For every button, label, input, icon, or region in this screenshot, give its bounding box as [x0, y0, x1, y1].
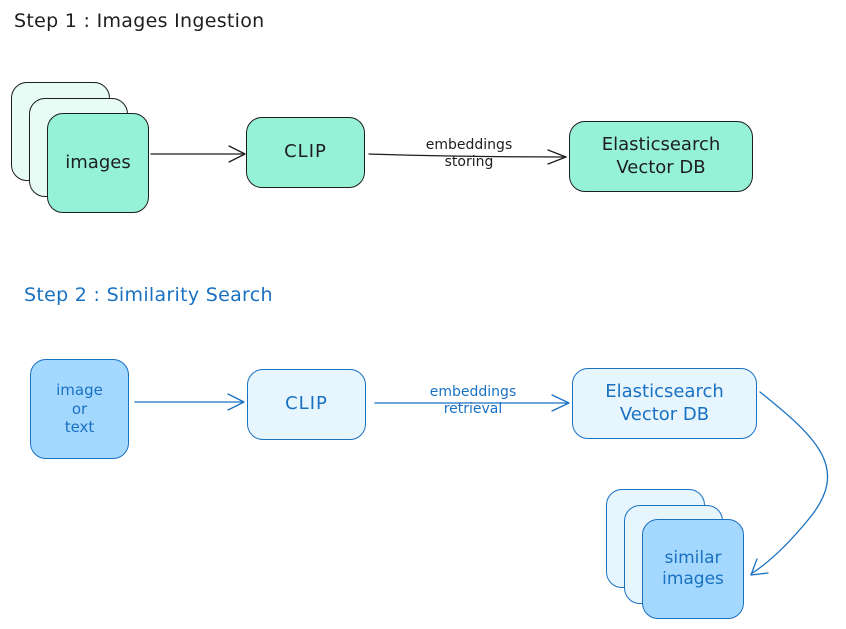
arrow-images-to-clip [150, 145, 246, 163]
image-or-text-node: image or text [30, 359, 129, 459]
step1-heading: Step 1 : Images Ingestion [14, 10, 265, 32]
embeddings-retrieval-label: embeddings retrieval [429, 384, 517, 417]
images-node: images [47, 113, 149, 213]
step2-heading: Step 2 : Similarity Search [24, 284, 273, 306]
arrow-elasticsearch-to-similar-images [750, 391, 829, 576]
clip-node-step2: CLIP [247, 369, 366, 440]
clip-node-step1: CLIP [246, 117, 365, 188]
elasticsearch-node-step1: Elasticsearch Vector DB [569, 121, 753, 192]
similar-images-node: similar images [642, 519, 744, 619]
elasticsearch-node-step2: Elasticsearch Vector DB [572, 368, 757, 439]
embeddings-storing-label: embeddings storing [425, 137, 513, 170]
arrow-clip-to-elasticsearch [368, 149, 567, 165]
arrow-input-to-clip [134, 393, 245, 411]
arrow-clip-to-elasticsearch-step2 [374, 394, 570, 412]
